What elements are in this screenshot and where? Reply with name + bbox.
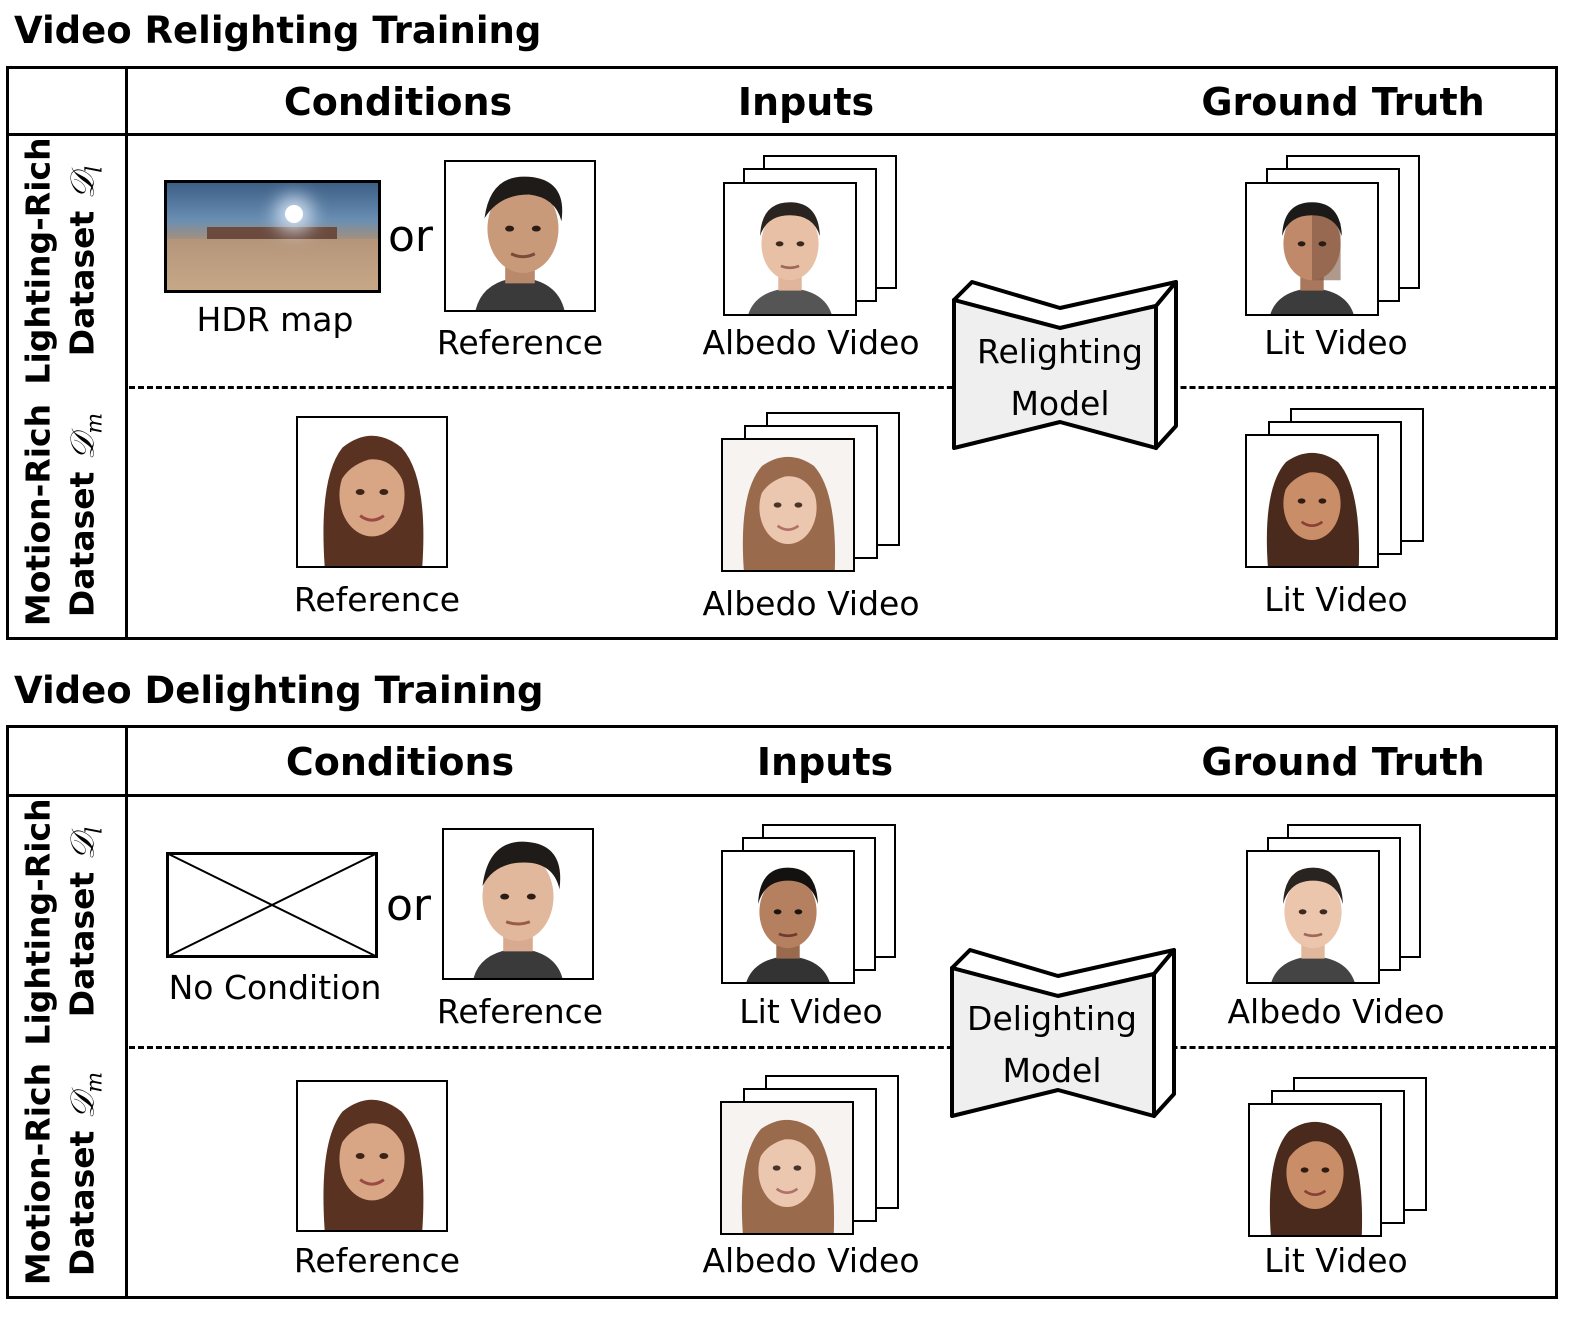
column-header-conditions: Conditions bbox=[285, 740, 515, 784]
row-label-line1: Lighting-Rich bbox=[18, 797, 58, 1046]
row-label-lighting-rich: Lighting-Rich Dataset 𝒟l bbox=[12, 136, 122, 386]
row-divider-dashed bbox=[129, 386, 1555, 389]
table-divider bbox=[125, 728, 128, 1296]
row-divider-dashed bbox=[129, 1046, 1555, 1049]
header-divider bbox=[9, 133, 1555, 136]
row-label-line1: Lighting-Rich bbox=[18, 137, 58, 385]
lit-video-frame bbox=[1245, 434, 1379, 568]
row-label-motion-rich: Motion-Rich Dataset 𝒟m bbox=[12, 389, 122, 641]
row-label-line2: Dataset 𝒟l bbox=[62, 826, 108, 1017]
reference-caption: Reference bbox=[436, 323, 604, 362]
row-label-line1: Motion-Rich bbox=[18, 1062, 58, 1286]
row-label-line1: Motion-Rich bbox=[18, 403, 58, 627]
or-label: or bbox=[386, 880, 432, 931]
delighting-model-shape bbox=[950, 948, 1176, 1118]
lit-video-caption: Lit Video bbox=[1264, 580, 1408, 619]
lit-video-frame bbox=[1248, 1103, 1382, 1237]
row-label-line2: Dataset 𝒟m bbox=[62, 1071, 108, 1277]
row-label-motion-rich: Motion-Rich Dataset 𝒟m bbox=[12, 1049, 122, 1299]
albedo-video-frame bbox=[1246, 850, 1380, 984]
albedo-video-frame bbox=[721, 438, 855, 572]
column-header-inputs: Inputs bbox=[756, 740, 894, 784]
delighting-section-title: Video Delighting Training bbox=[14, 669, 544, 712]
no-condition-placeholder-icon bbox=[166, 852, 378, 958]
row-label-lighting-rich: Lighting-Rich Dataset 𝒟l bbox=[12, 797, 122, 1046]
reference-image-man bbox=[444, 160, 596, 312]
reference-image-woman bbox=[296, 1080, 448, 1232]
albedo-video-frame bbox=[720, 1101, 854, 1235]
lit-video-frame bbox=[721, 850, 855, 984]
delighting-table: Conditions Inputs Ground Truth Lighting-… bbox=[6, 725, 1558, 1299]
delighting-model-label: Delighting Model bbox=[967, 999, 1137, 1090]
albedo-video-frame bbox=[723, 182, 857, 316]
reference-caption: Reference bbox=[293, 580, 461, 619]
relighting-model-label: Relighting Model bbox=[977, 332, 1143, 423]
lit-video-caption: Lit Video bbox=[1264, 323, 1408, 362]
lit-video-caption: Lit Video bbox=[1264, 1241, 1408, 1280]
column-header-conditions: Conditions bbox=[283, 80, 513, 124]
relighting-section-title: Video Relighting Training bbox=[14, 9, 542, 52]
lit-video-frame bbox=[1245, 182, 1379, 316]
lit-video-caption: Lit Video bbox=[739, 992, 883, 1031]
no-condition-caption: No Condition bbox=[168, 968, 382, 1007]
relighting-table: Conditions Inputs Ground Truth Lighting-… bbox=[6, 66, 1558, 640]
albedo-video-caption: Albedo Video bbox=[702, 584, 920, 623]
row-label-line2: Dataset 𝒟m bbox=[62, 412, 108, 618]
or-label: or bbox=[388, 211, 434, 262]
reference-caption: Reference bbox=[436, 992, 604, 1031]
albedo-video-caption: Albedo Video bbox=[702, 323, 920, 362]
hdr-map-caption: HDR map bbox=[196, 300, 354, 339]
table-divider bbox=[125, 69, 128, 637]
header-divider bbox=[9, 794, 1555, 797]
row-label-line2: Dataset 𝒟l bbox=[62, 165, 108, 357]
reference-caption: Reference bbox=[293, 1241, 461, 1280]
relighting-model-shape bbox=[952, 280, 1178, 450]
column-header-inputs: Inputs bbox=[737, 80, 875, 124]
albedo-video-caption: Albedo Video bbox=[702, 1241, 920, 1280]
reference-image-woman bbox=[296, 416, 448, 568]
sun-icon bbox=[285, 205, 303, 223]
hdr-map-image bbox=[164, 180, 381, 293]
albedo-video-caption: Albedo Video bbox=[1227, 992, 1445, 1031]
reference-image-man bbox=[442, 828, 594, 980]
column-header-ground-truth: Ground Truth bbox=[1201, 80, 1485, 124]
column-header-ground-truth: Ground Truth bbox=[1201, 740, 1485, 784]
